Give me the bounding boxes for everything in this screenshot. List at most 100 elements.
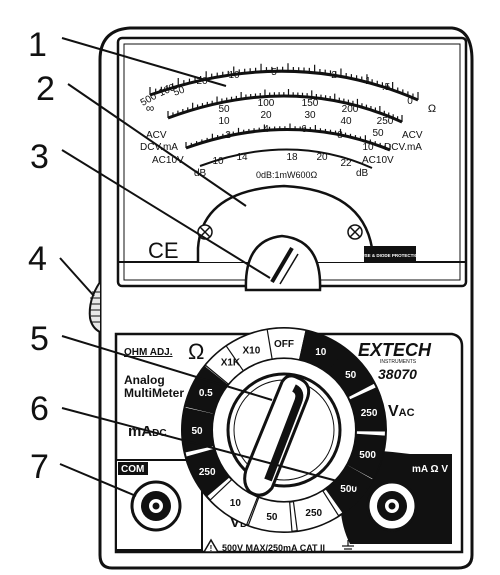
ohm-tick-label: 50 xyxy=(172,84,187,98)
dcv10-tick-label: 50 xyxy=(372,128,384,139)
dcv10-tick-label: 10 xyxy=(218,116,230,127)
dial-segment[interactable] xyxy=(324,464,374,514)
dial-segment[interactable] xyxy=(346,433,387,480)
callout-number-7: 7 xyxy=(30,448,49,486)
dcvma-label-right: DCV.mA xyxy=(384,142,422,153)
dial-segment[interactable] xyxy=(184,448,231,498)
dial-segment[interactable] xyxy=(292,489,340,532)
ac10-tick-label: 4 xyxy=(263,124,269,135)
brand-subtitle: INSTRUMENTS xyxy=(380,359,417,365)
callout-number-2: 2 xyxy=(36,70,55,108)
ohm-tick-label: 1 xyxy=(365,76,371,87)
callout-leader-3 xyxy=(61,149,271,279)
ac10-tick-label: 2 xyxy=(225,130,231,141)
zero-adjust-knob[interactable] xyxy=(244,234,322,292)
ac10-scale-arc xyxy=(185,128,391,152)
ohm-infinity: ∞ xyxy=(146,101,155,115)
meter-movement-dome xyxy=(196,184,374,262)
db-tick-label: 14 xyxy=(236,152,248,163)
svg-text:!: ! xyxy=(210,544,213,553)
dial-position-label[interactable]: 50 xyxy=(191,426,203,437)
callout-number-1: 1 xyxy=(28,26,47,64)
callout-leader-5 xyxy=(61,335,273,401)
db-label-right: dB xyxy=(356,168,369,179)
input-jack[interactable] xyxy=(366,480,418,532)
com-label: COM xyxy=(121,464,144,475)
ohm-tick-label: 5 xyxy=(271,67,277,78)
callout-leader-4 xyxy=(59,257,95,297)
acv-label-left: ACV xyxy=(146,130,167,141)
acv-tick-label: 200 xyxy=(342,104,359,115)
input-jack-label: mA Ω V xyxy=(412,464,448,475)
dial-segment[interactable] xyxy=(209,478,259,526)
brand-name: EXTECH xyxy=(358,340,432,360)
callout-leader-7 xyxy=(59,463,137,497)
db-tick-label: 10 xyxy=(212,156,224,167)
callout-number-4: 4 xyxy=(28,240,47,278)
ohm-tick-label: .5 xyxy=(382,82,391,93)
ohm-tick-label: 2 xyxy=(331,70,337,81)
db-scale-arc xyxy=(199,148,373,169)
acv-tick-label: 50 xyxy=(218,104,230,115)
com-jack[interactable] xyxy=(130,480,182,532)
dial-position-label[interactable]: 50 xyxy=(266,512,278,523)
callout-leader-2 xyxy=(67,83,247,207)
callout-leader-1 xyxy=(61,37,227,87)
acv-tick-label: 150 xyxy=(302,98,319,109)
ohm-adj-label: OHM ADJ. xyxy=(124,347,173,358)
callout-leader-6 xyxy=(61,407,357,487)
ce-mark: CE xyxy=(148,238,179,263)
dial-segment[interactable] xyxy=(247,496,293,533)
fuse-protection-badge xyxy=(364,246,416,262)
ohm-tick-label: 0 xyxy=(407,96,413,107)
dial-position-label[interactable]: 500 xyxy=(340,484,357,495)
dial-position-label[interactable]: 0.5 xyxy=(199,388,213,399)
db-tick-label: 20 xyxy=(316,152,328,163)
ac10-tick-label: 8 xyxy=(337,130,343,141)
warning-text: 500V MAX/250mA CAT II xyxy=(222,543,325,553)
dial-segment[interactable] xyxy=(348,386,387,432)
warning-icon: ! xyxy=(202,538,220,553)
acv-label-right: ACV xyxy=(402,130,423,141)
dial-position-label[interactable]: 10 xyxy=(230,498,242,509)
dial-position-label[interactable]: 500 xyxy=(359,450,376,461)
ohm-tick-label: 20 xyxy=(196,76,208,87)
dial-segment[interactable] xyxy=(184,365,229,414)
dial-position-label[interactable]: OFF xyxy=(274,339,294,350)
dial-position-label[interactable]: X10 xyxy=(243,345,261,356)
ac10-tick-label: 10 xyxy=(362,142,374,153)
dcv10-tick-label: 40 xyxy=(340,116,352,127)
dial-segment[interactable] xyxy=(225,328,273,372)
ac10v-label-left: AC10V xyxy=(152,155,184,166)
ac10-tick-label: 6 xyxy=(301,124,307,135)
product-label-line2: MultiMeter xyxy=(124,386,184,400)
ohm-tick-label: 10 xyxy=(228,70,240,81)
callout-number-6: 6 xyxy=(30,390,49,428)
dial-position-label[interactable]: 10 xyxy=(315,347,327,358)
acv-tick-label: 250 xyxy=(377,116,394,127)
dial-position-label[interactable]: X1K xyxy=(221,357,241,368)
callout-number-5: 5 xyxy=(30,320,49,358)
dial-position-label[interactable]: 250 xyxy=(305,508,322,519)
dcv10-tick-label: 30 xyxy=(304,110,316,121)
dial-position-label[interactable]: 50 xyxy=(345,370,357,381)
vac-label: VAC xyxy=(388,403,415,420)
ohm-scale-arc xyxy=(149,69,419,102)
fuse-badge-text: FUSE & DIODE PROTECTION xyxy=(359,253,422,258)
callout-number-3: 3 xyxy=(30,138,49,176)
dial-position-label[interactable]: 250 xyxy=(361,408,378,419)
ac10v-label-right: AC10V xyxy=(362,155,394,166)
dial-position-label[interactable]: 250 xyxy=(199,467,216,478)
db-tick-label: 22 xyxy=(340,158,352,169)
ohm-unit: Ω xyxy=(428,103,436,115)
acv-tick-label: 100 xyxy=(258,98,275,109)
ohm-adjust-wheel[interactable] xyxy=(88,281,101,333)
model-number: 38070 xyxy=(378,366,417,382)
db-tick-label: 18 xyxy=(286,152,298,163)
dial-segment[interactable] xyxy=(326,348,376,398)
ohm-range-symbol: Ω xyxy=(188,339,204,364)
dcv10-tick-label: 20 xyxy=(260,110,272,121)
